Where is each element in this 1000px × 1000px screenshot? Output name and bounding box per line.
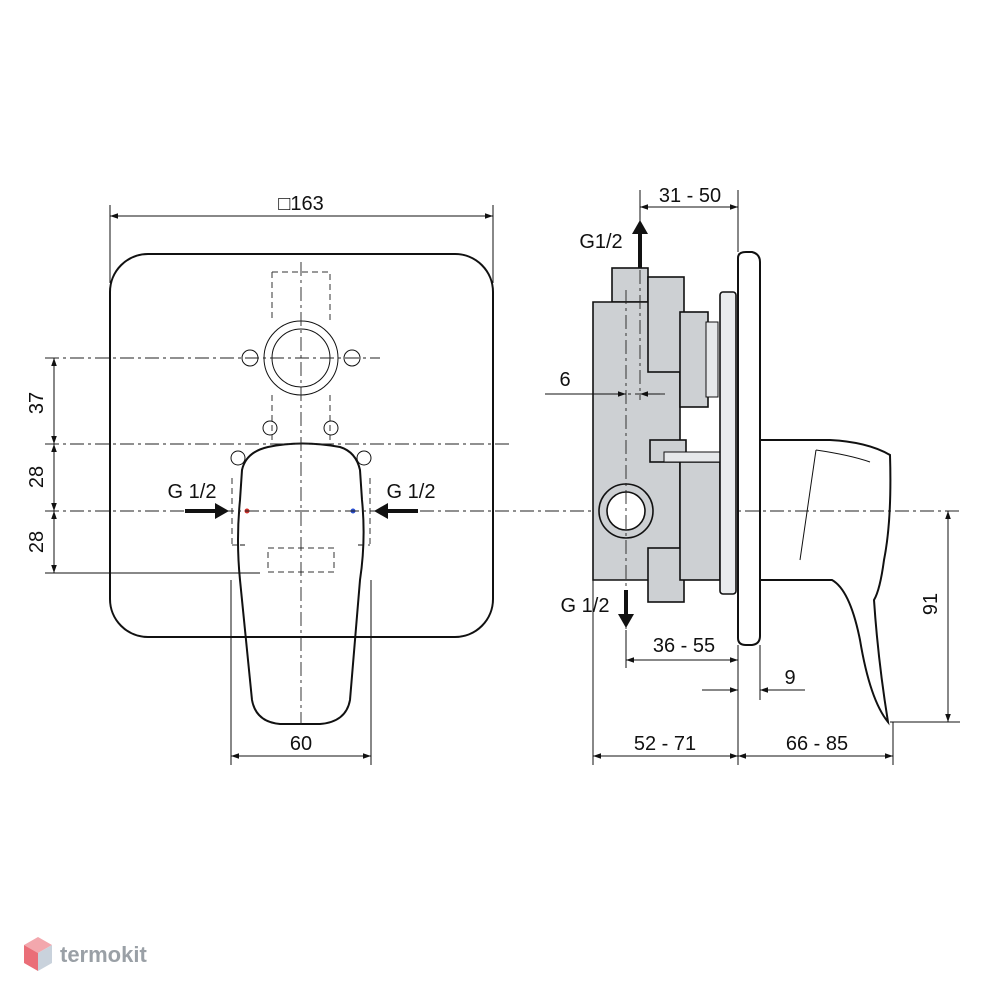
mid-depth-label: 36 - 55 — [653, 635, 715, 657]
cartridge-thread — [705, 321, 719, 398]
inlet-left-label: G 1/2 — [168, 481, 217, 503]
mounting-lug — [356, 450, 372, 466]
lever-width-label: 60 — [290, 733, 312, 755]
lever-height-label: 91 — [920, 593, 942, 615]
inlet-right-label: G 1/2 — [387, 481, 436, 503]
dimension-28-lower-label: 28 — [26, 531, 48, 553]
lever-side-detail — [799, 449, 871, 561]
top-outlet-stub — [611, 267, 649, 303]
side-view: G1/2 31 - 50 6 G 1/2 36 - 55 9 52 - 71 6… — [545, 185, 960, 765]
plate-thickness-label: 9 — [784, 667, 795, 689]
mounting-lug — [323, 420, 339, 436]
bottom-outlet-label: G 1/2 — [561, 595, 610, 617]
termokit-logo: termokit — [24, 937, 147, 971]
termokit-wordmark: termokit — [60, 942, 147, 967]
cover-plate-side — [737, 251, 761, 646]
mounting-frame-top — [647, 276, 685, 373]
mounting-lug — [262, 420, 278, 436]
cover-plate — [109, 253, 494, 638]
mounting-lug — [230, 450, 246, 466]
offset-label: 6 — [559, 369, 570, 391]
flange-plate — [719, 291, 737, 595]
lever-side-profile — [760, 439, 892, 726]
cartridge-stem — [679, 311, 709, 408]
termokit-cube-icon — [24, 937, 52, 971]
dimension-28-upper-label: 28 — [26, 466, 48, 488]
lever-handle — [237, 442, 365, 725]
screw-bolt — [663, 451, 723, 463]
mounting-frame-bottom — [647, 547, 685, 603]
body-depth-label: 52 - 71 — [634, 733, 696, 755]
lever-depth-label: 66 - 85 — [786, 733, 848, 755]
hidden-box-outline — [231, 271, 371, 546]
width-dimension-label: □163 — [278, 193, 323, 215]
front-view: □163 37 28 28 G 1/2 G 1/2 60 — [26, 193, 960, 765]
top-depth-label: 31 - 50 — [659, 185, 721, 207]
dimension-37-label: 37 — [26, 392, 48, 414]
mounting-lug — [343, 349, 361, 367]
cartridge-lower — [679, 461, 721, 581]
top-outlet-label: G1/2 — [579, 231, 622, 253]
